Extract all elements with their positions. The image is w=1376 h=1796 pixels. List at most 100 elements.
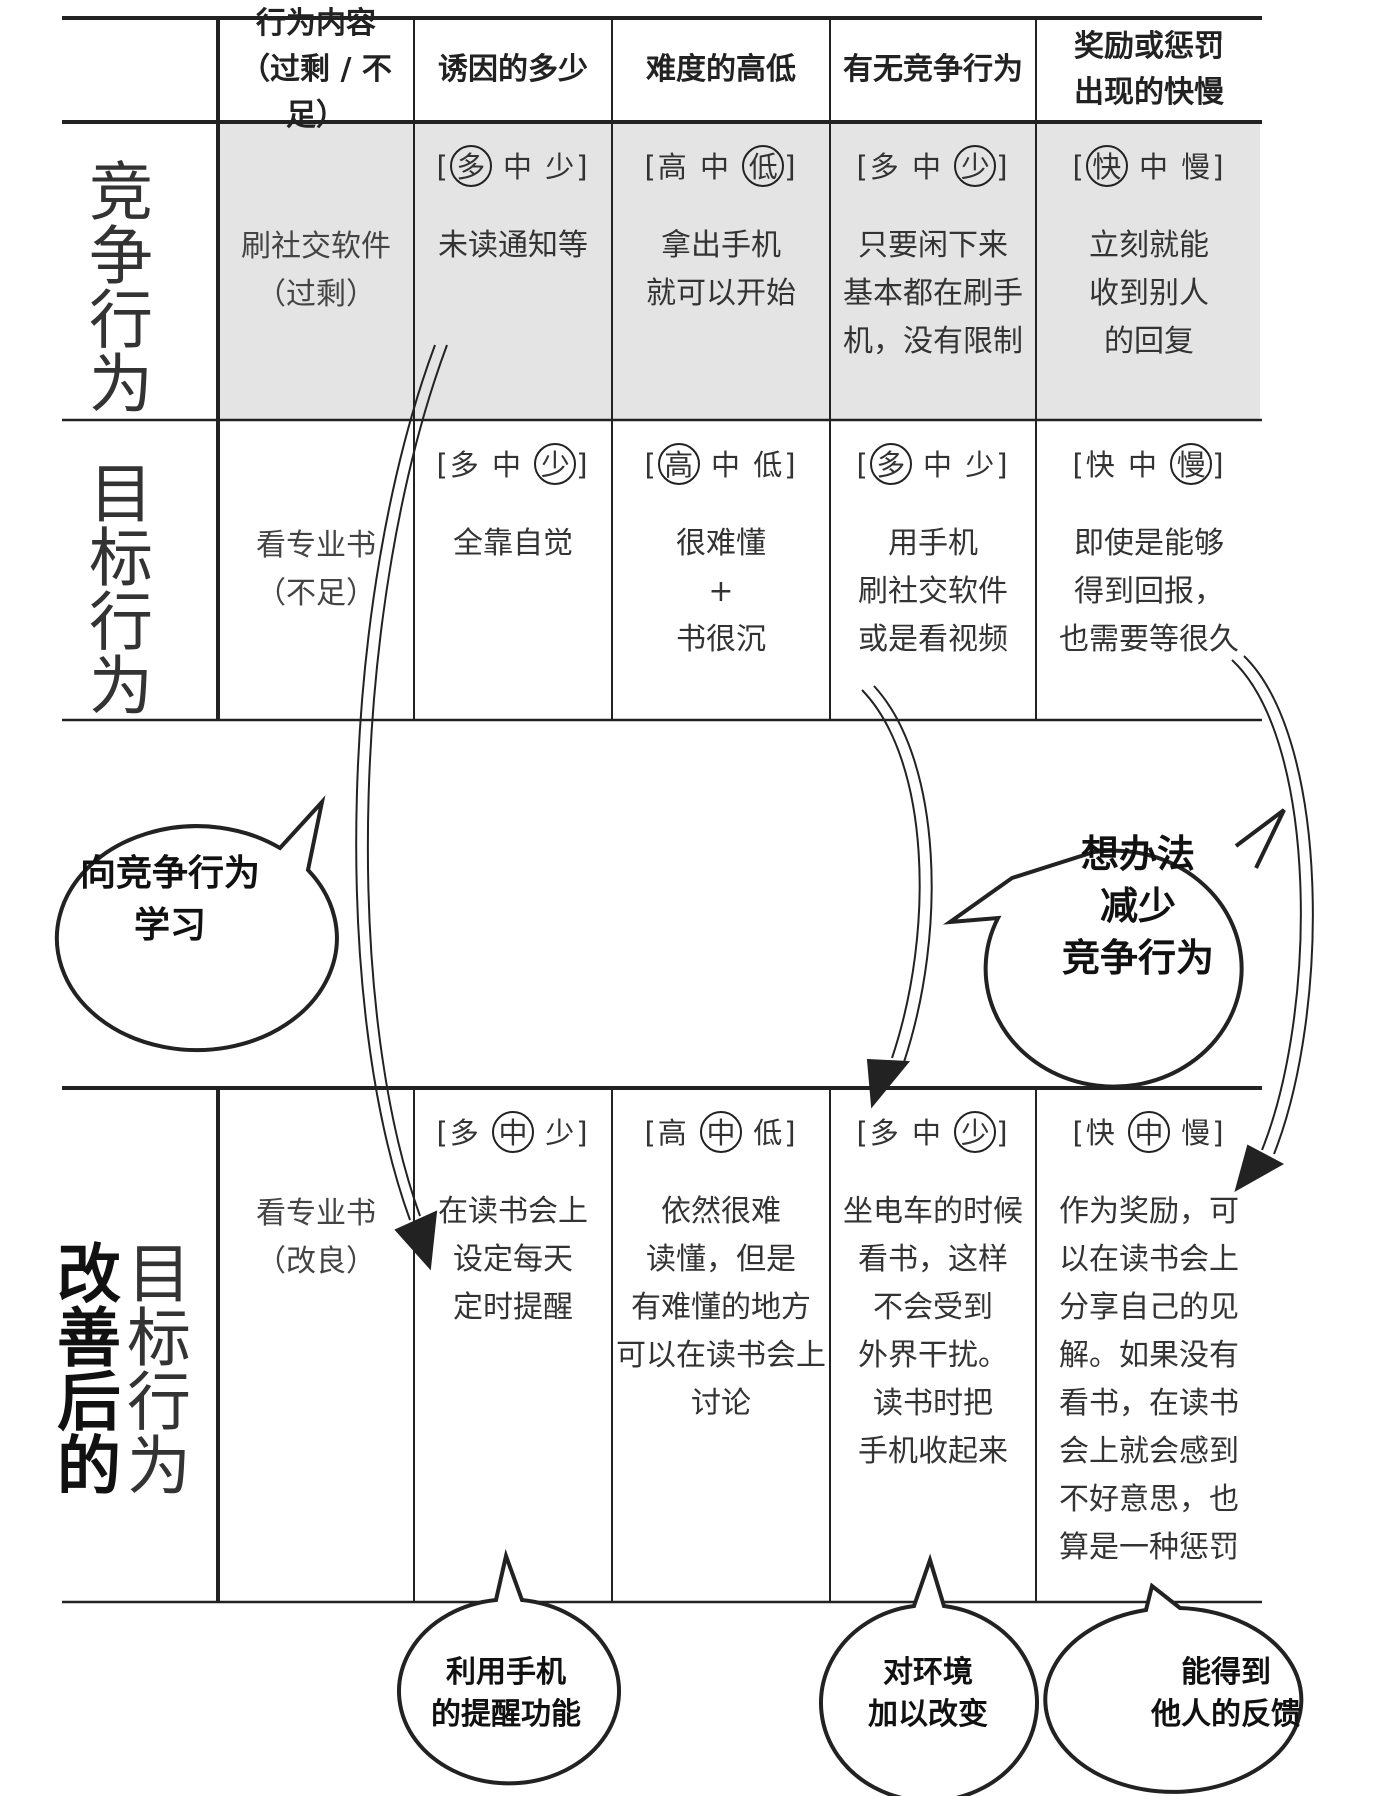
scale-gap — [901, 150, 912, 184]
row-label-competing: 竞争行为 — [78, 158, 152, 414]
target-competition-scale: [多 中 少] — [856, 442, 1009, 488]
competing-reward-scale: [快 中 慢] — [1072, 144, 1225, 190]
improved-difficulty-cell: [高 中 低] 依然很难 读懂，但是 有难懂的地方 可以在读书会上 讨论 — [612, 1088, 830, 1428]
scale-level: 快 — [1085, 1116, 1117, 1150]
target-competition-text: 用手机 刷社交软件 或是看视频 — [858, 526, 1008, 657]
competing-difficulty-text: 拿出手机 就可以开始 — [646, 228, 796, 311]
scale-open-bracket: [ — [436, 448, 450, 482]
scale-gap — [534, 1116, 545, 1150]
improved-content-cell: 看专业书 （改良） — [218, 1088, 414, 1388]
bubble-reduce-text: 想办法 减少 竞争行为 — [1061, 832, 1214, 980]
header-difficulty: 难度的高低 — [612, 20, 830, 120]
target-difficulty-cell: [高 中 低] 很难懂 + 书很沉 — [612, 420, 830, 664]
competing-reward-text: 立刻就能 收到别人 的回复 — [1089, 228, 1209, 359]
bubble-feedback-text: 能得到 他人的反馈 — [1151, 1655, 1301, 1732]
scale-close-bracket: ] — [996, 448, 1010, 482]
scale-level-selected: 少 — [534, 443, 577, 485]
scale-close-bracket: ] — [1212, 448, 1226, 482]
header-competition: 有无竞争行为 — [830, 20, 1036, 120]
header-reward-speed: 奖励或惩罚 出现的快慢 — [1036, 20, 1262, 120]
scale-level: 高 — [657, 150, 689, 184]
scale-level-selected: 高 — [657, 443, 700, 485]
scale-gap — [1170, 1116, 1181, 1150]
scale-gap — [689, 150, 700, 184]
target-incentive-text: 全靠自觉 — [453, 526, 573, 561]
scale-level: 中 — [922, 448, 954, 482]
row-label-target: 目标行为 — [78, 460, 152, 716]
scale-level-selected: 低 — [742, 145, 785, 187]
improved-incentive-text: 在读书会上 设定每天 定时提醒 — [438, 1194, 588, 1325]
scale-level: 少 — [545, 150, 577, 184]
target-reward-scale: [快 中 慢] — [1072, 442, 1225, 488]
scale-level-selected: 快 — [1085, 145, 1128, 187]
scale-level: 中 — [492, 448, 524, 482]
scale-level: 中 — [1128, 448, 1160, 482]
target-reward-text: 即使是能够 得到回报， 也需要等很久 — [1059, 526, 1239, 657]
scale-open-bracket: [ — [856, 1116, 870, 1150]
scale-open-bracket: [ — [856, 150, 870, 184]
scale-level-selected: 多 — [449, 145, 492, 187]
scale-open-bracket: [ — [436, 150, 450, 184]
scale-close-bracket: ] — [996, 1116, 1010, 1150]
scale-level-selected: 中 — [492, 1111, 534, 1153]
scale-level: 中 — [700, 150, 732, 184]
scale-level: 少 — [545, 1116, 577, 1150]
target-content: 看专业书 （不足） — [256, 528, 376, 611]
scale-gap — [1170, 150, 1181, 184]
scale-level: 多 — [449, 448, 481, 482]
competing-content-cell: 刷社交软件 （过剩） — [218, 122, 414, 420]
target-incentive-cell: [多 中 少] 全靠自觉 — [414, 420, 612, 568]
scale-gap — [492, 150, 503, 184]
header-competition-label: 有无竞争行为 — [843, 52, 1023, 87]
bubble-reminder-outline — [397, 1548, 621, 1786]
scale-close-bracket: ] — [784, 448, 798, 482]
scale-close-bracket: ] — [576, 1116, 590, 1150]
improved-competition-cell: [多 中 少] 坐电车的时候 看书，这样 不会受到 外界干扰。 读书时把 手机收… — [830, 1088, 1036, 1476]
scale-level: 低 — [753, 1116, 785, 1150]
improved-competition-text: 坐电车的时候 看书，这样 不会受到 外界干扰。 读书时把 手机收起来 — [843, 1194, 1023, 1469]
scale-gap — [1117, 1116, 1128, 1150]
scale-gap — [1128, 150, 1139, 184]
scale-level: 快 — [1085, 448, 1117, 482]
header-incentive-label: 诱因的多少 — [438, 52, 588, 87]
scale-level: 中 — [912, 1116, 944, 1150]
scale-gap — [1117, 448, 1128, 482]
scale-close-bracket: ] — [1212, 1116, 1226, 1150]
scale-level: 中 — [502, 150, 534, 184]
scale-gap — [901, 1116, 912, 1150]
scale-level-selected: 少 — [954, 1111, 997, 1153]
header-behavior-content: 行为内容 （过剩 / 不足） — [218, 6, 414, 133]
scale-open-bracket: [ — [1072, 1116, 1086, 1150]
row-label-improved-target: 目标行为 — [116, 1240, 190, 1496]
improved-content: 看专业书 （改良） — [256, 1196, 376, 1279]
target-reward-cell: [快 中 慢] 即使是能够 得到回报， 也需要等很久 — [1036, 420, 1262, 664]
scale-level: 中 — [710, 448, 742, 482]
target-competition-cell: [多 中 少] 用手机 刷社交软件 或是看视频 — [830, 420, 1036, 664]
scale-level-selected: 中 — [700, 1111, 742, 1153]
scale-gap — [731, 150, 742, 184]
scale-level: 低 — [753, 448, 785, 482]
bubble-environment-text: 对环境 加以改变 — [868, 1655, 988, 1732]
scale-gap — [523, 448, 534, 482]
scale-level: 多 — [869, 1116, 901, 1150]
arrow-reward-to-improved — [1231, 655, 1314, 1193]
scale-gap — [700, 448, 711, 482]
scale-level: 慢 — [1181, 150, 1213, 184]
competing-competition-cell: [多 中 少] 只要闲下来 基本都在刷手 机，没有限制 — [830, 122, 1036, 366]
improved-difficulty-text: 依然很难 读懂，但是 有难懂的地方 可以在读书会上 讨论 — [616, 1194, 826, 1421]
bubble-feedback-outline — [1043, 1582, 1304, 1794]
competing-content: 刷社交软件 （过剩） — [241, 229, 391, 312]
scale-level: 慢 — [1181, 1116, 1213, 1150]
scale-level-selected: 中 — [1128, 1111, 1170, 1153]
scale-close-bracket: ] — [784, 150, 798, 184]
competing-competition-scale: [多 中 少] — [856, 144, 1009, 190]
scale-open-bracket: [ — [644, 448, 658, 482]
bubble-reminder-text: 利用手机 的提醒功能 — [431, 1655, 581, 1732]
target-difficulty-text: 很难懂 + 书很沉 — [676, 526, 766, 657]
scale-level-selected: 慢 — [1170, 443, 1213, 485]
bubble-environment-outline — [819, 1553, 1039, 1796]
bubble-learn-outline — [54, 795, 339, 1053]
improved-incentive-scale: [多 中 少] — [436, 1110, 589, 1156]
bubble-reduce-tail — [1234, 808, 1286, 869]
